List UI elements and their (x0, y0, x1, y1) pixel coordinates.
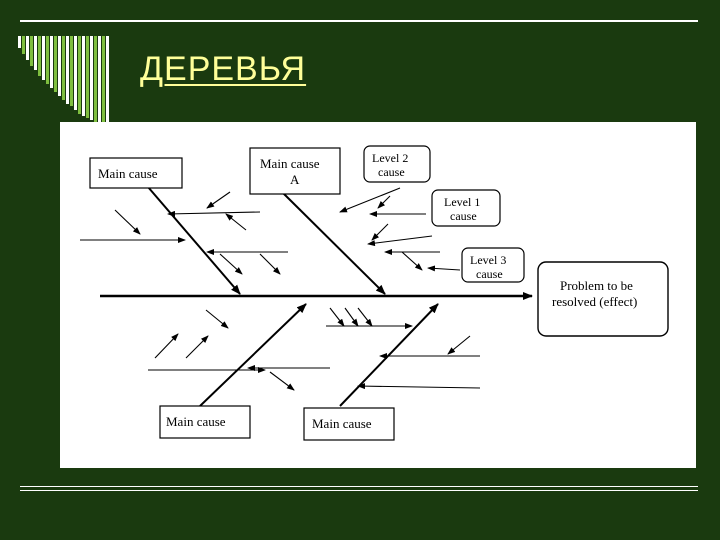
bone-bottom-right (339, 303, 439, 407)
main-cause-top-left-box: Main cause (89, 157, 183, 189)
bone-top-a (281, 191, 386, 295)
level2-box: Level 2 cause (363, 145, 431, 183)
main-cause-a-label-1: Main cause (260, 156, 320, 171)
main-cause-a-box: Main cause A (249, 147, 341, 195)
level1-label-1: Level 1 (444, 195, 480, 209)
level3-label-1: Level 3 (470, 253, 506, 267)
level3-box: Level 3 cause (461, 247, 525, 283)
effect-label-1: Problem to be (560, 278, 633, 293)
main-cause-top-left-label: Main cause (98, 166, 158, 181)
slide-title: ДЕРЕВЬЯ (140, 50, 307, 88)
level2-label-2: cause (378, 165, 405, 179)
main-cause-bottom-left-label: Main cause (166, 414, 226, 429)
main-cause-bottom-right-label: Main cause (312, 416, 372, 431)
effect-label-2: resolved (effect) (552, 294, 637, 309)
sub-causes-bottom (148, 307, 481, 391)
diagram-panel: Main cause Main cause A Level 2 cause Le… (60, 122, 696, 468)
level1-box: Level 1 cause (431, 189, 501, 227)
sub-causes-top (80, 187, 461, 275)
effect-box: Problem to be resolved (effect) (537, 261, 669, 337)
fishbone-diagram: Main cause Main cause A Level 2 cause Le… (80, 145, 669, 441)
decorative-stripes (18, 36, 109, 126)
main-cause-bottom-left-box: Main cause (159, 405, 251, 439)
level2-label-1: Level 2 (372, 151, 408, 165)
main-cause-a-label-2: A (290, 172, 300, 187)
bone-bottom-left (199, 303, 307, 407)
level3-label-2: cause (476, 267, 503, 281)
bottom-divider-1 (20, 486, 698, 487)
top-divider (20, 20, 698, 22)
bone-top-left (141, 179, 241, 295)
bottom-divider-2 (20, 490, 698, 491)
main-cause-bottom-right-box: Main cause (303, 407, 395, 441)
level1-label-2: cause (450, 209, 477, 223)
